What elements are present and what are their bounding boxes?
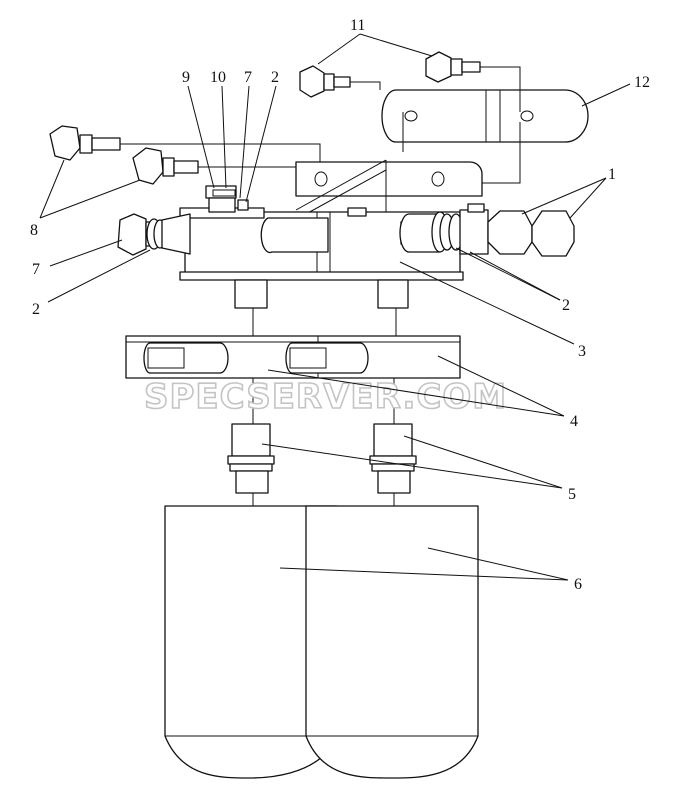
bolt-part-8-upper bbox=[49, 125, 121, 161]
adaptor-block-part-4 bbox=[125, 335, 461, 379]
callout-1: 1 bbox=[608, 166, 616, 183]
bolt-part-8-lower bbox=[132, 147, 199, 185]
leader-lines bbox=[39, 33, 631, 581]
callout-labels: 11 12 9 10 7 2 1 8 7 2 2 3 4 5 6 bbox=[30, 17, 650, 593]
nipple-part-5-right bbox=[369, 423, 417, 506]
head-stems bbox=[234, 279, 409, 336]
plug-part-7-left bbox=[117, 213, 191, 256]
callout-10: 10 bbox=[210, 69, 226, 86]
callout-8: 8 bbox=[30, 222, 38, 239]
bolt-part-11-right bbox=[425, 51, 481, 83]
callout-3: 3 bbox=[578, 343, 586, 360]
callout-11: 11 bbox=[350, 17, 365, 34]
callout-2-right: 2 bbox=[562, 297, 570, 314]
callout-7-top: 7 bbox=[244, 69, 252, 86]
callout-4: 4 bbox=[570, 413, 578, 430]
callout-6: 6 bbox=[574, 576, 582, 593]
filter-canister-part-6-right bbox=[305, 505, 479, 779]
callout-5: 5 bbox=[568, 486, 576, 503]
fitting-part-1-right bbox=[431, 203, 575, 257]
callout-7-left: 7 bbox=[32, 261, 40, 278]
callout-12: 12 bbox=[634, 74, 650, 91]
watermark-text: SPECSERVER.COM bbox=[144, 377, 507, 417]
nipple-part-5-left bbox=[227, 423, 275, 506]
callout-2-top: 2 bbox=[271, 69, 279, 86]
callout-2-left: 2 bbox=[32, 301, 40, 318]
callout-9: 9 bbox=[182, 69, 190, 86]
bracket-part-12 bbox=[381, 89, 589, 143]
bolt-part-11-left bbox=[299, 65, 351, 98]
filter-head-housing-part-3 bbox=[179, 159, 483, 281]
